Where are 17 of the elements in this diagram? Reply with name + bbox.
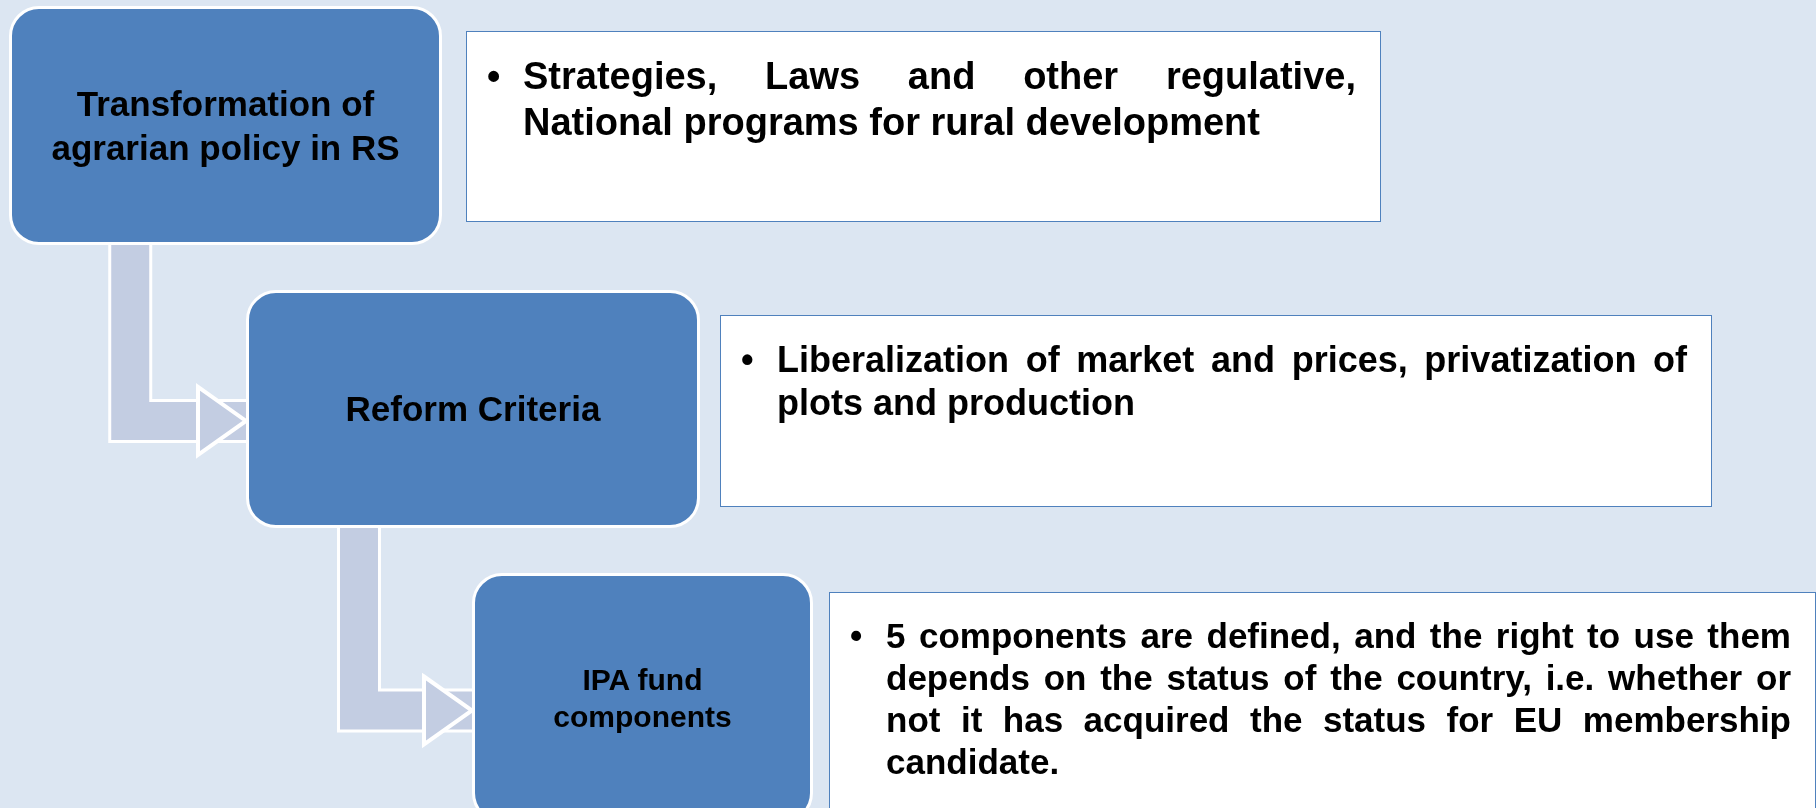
- bullet-marker: •: [850, 615, 864, 657]
- bent-arrow: [108, 245, 248, 457]
- bullet-text: Liberalization of market and prices, privatization of plots and production: [777, 338, 1687, 425]
- bullet-marker: •: [741, 338, 755, 382]
- text-box: [829, 592, 1816, 808]
- text-box: [466, 31, 1381, 222]
- node-label: Reform Criteria: [345, 388, 601, 431]
- text-box: [720, 315, 1712, 507]
- node-label: IPA fund components: [552, 661, 733, 735]
- bent-arrow: [337, 528, 474, 747]
- process-box: [472, 573, 813, 808]
- bullet-text: 5 components are defined, and the right to use them depends on the status of the country, i.e. whether or not it has acquired the status for EU membership candidate.: [886, 615, 1791, 783]
- process-box: [246, 290, 700, 528]
- bullet-text: Strategies, Laws and other regulative, National programs for rural development: [523, 54, 1356, 145]
- bullet-marker: •: [487, 54, 502, 99]
- process-box: [9, 6, 442, 245]
- node-label: Transformation of agrarian policy in RS: [50, 82, 401, 169]
